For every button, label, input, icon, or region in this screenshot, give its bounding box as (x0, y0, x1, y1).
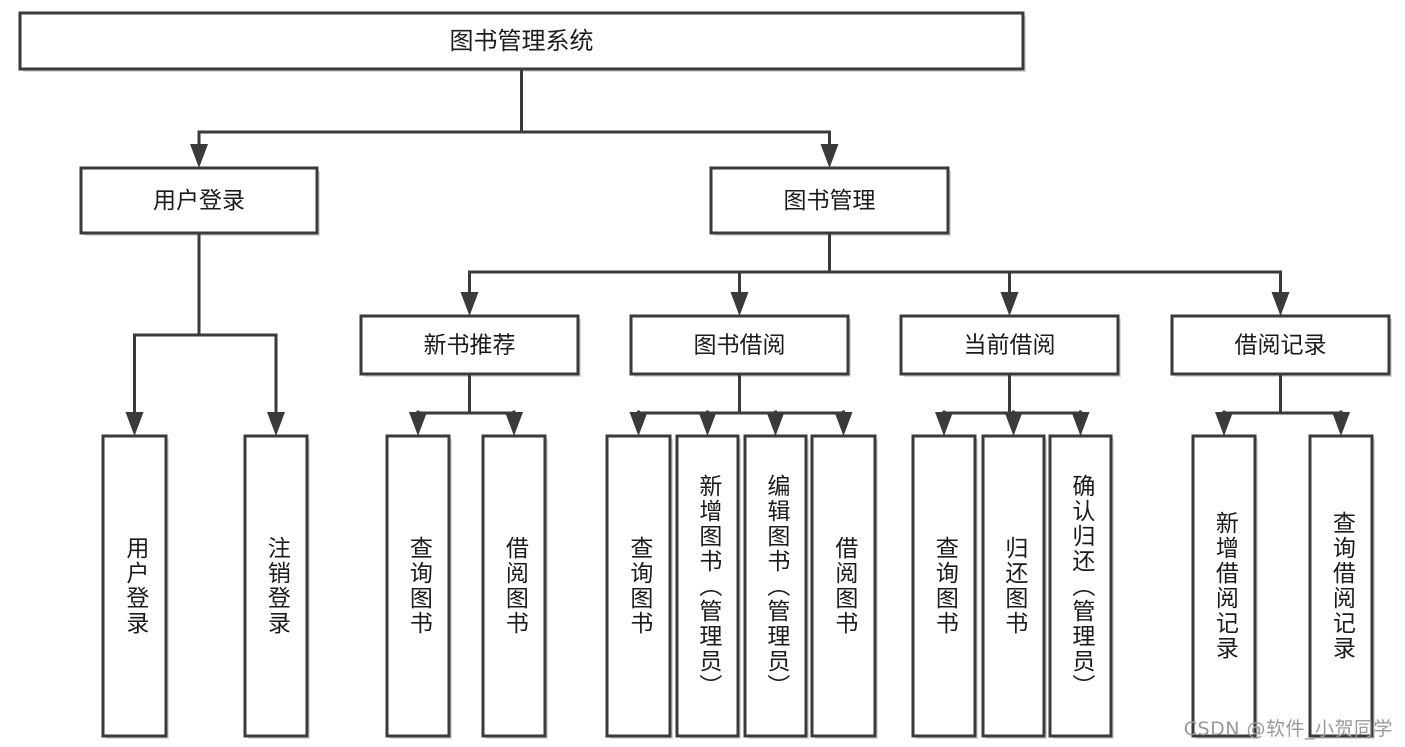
node-root-system[interactable] (18, 11, 1026, 72)
node-user-login[interactable] (79, 166, 320, 236)
node-leaf-borrow-book-1[interactable] (481, 434, 548, 739)
watermark-text: CSDN @软件_小贺同学 (1183, 718, 1393, 740)
node-borrow-record[interactable] (1170, 314, 1392, 377)
node-leaf-query-book-1[interactable] (385, 434, 452, 739)
node-label-root: 图书管理系统 (450, 27, 594, 55)
connector-arrowhead (505, 412, 523, 436)
connector-arrowhead (629, 412, 648, 436)
connector-arrowhead (820, 144, 839, 168)
connector-arrowhead (1215, 412, 1233, 436)
node-label-current-borrow: 当前借阅 (964, 333, 1056, 359)
node-leaf-borrow-book-2[interactable] (810, 434, 878, 739)
connector-arrowhead (409, 412, 427, 436)
node-book-borrow[interactable] (629, 314, 851, 377)
connector-arrowhead (1000, 292, 1019, 316)
node-leaf-add-borrow-rec[interactable] (1191, 434, 1258, 739)
connector-arrowhead (1271, 292, 1290, 316)
connector-arrowhead (766, 412, 785, 436)
node-leaf-edit-book-admin[interactable] (743, 434, 809, 739)
node-leaf-add-book-admin[interactable] (675, 434, 741, 739)
node-label-borrow-record: 借阅记录 (1235, 333, 1327, 359)
connector-arrowhead (460, 292, 479, 316)
node-label-book-manage: 图书管理 (784, 188, 876, 214)
node-leaf-query-borrow-rec[interactable] (1308, 434, 1375, 739)
connector-arrowhead (834, 412, 853, 436)
connector-arrowhead (935, 412, 953, 436)
node-label-book-borrow: 图书借阅 (694, 333, 786, 359)
connector-arrowhead (698, 412, 717, 436)
node-leaf-query-book-3[interactable] (911, 434, 978, 739)
node-leaf-query-book-2[interactable] (605, 434, 673, 739)
connector-arrowhead (730, 292, 749, 316)
node-leaf-return-book[interactable] (981, 434, 1047, 739)
connector-arrowhead (1004, 412, 1023, 436)
connector-arrowhead (267, 412, 285, 436)
connector-arrowhead (1071, 412, 1090, 436)
node-label-user-login: 用户登录 (153, 188, 245, 214)
node-current-borrow[interactable] (899, 314, 1121, 377)
connector-arrowhead (1332, 412, 1350, 436)
node-leaf-confirm-return[interactable] (1048, 434, 1114, 739)
node-leaf-user-login[interactable] (101, 434, 169, 739)
node-label-new-book-recommend: 新书推荐 (424, 333, 516, 359)
node-leaf-logout-login[interactable] (243, 434, 310, 739)
connector-arrowhead (125, 412, 144, 436)
connector-arrowhead (190, 144, 208, 168)
